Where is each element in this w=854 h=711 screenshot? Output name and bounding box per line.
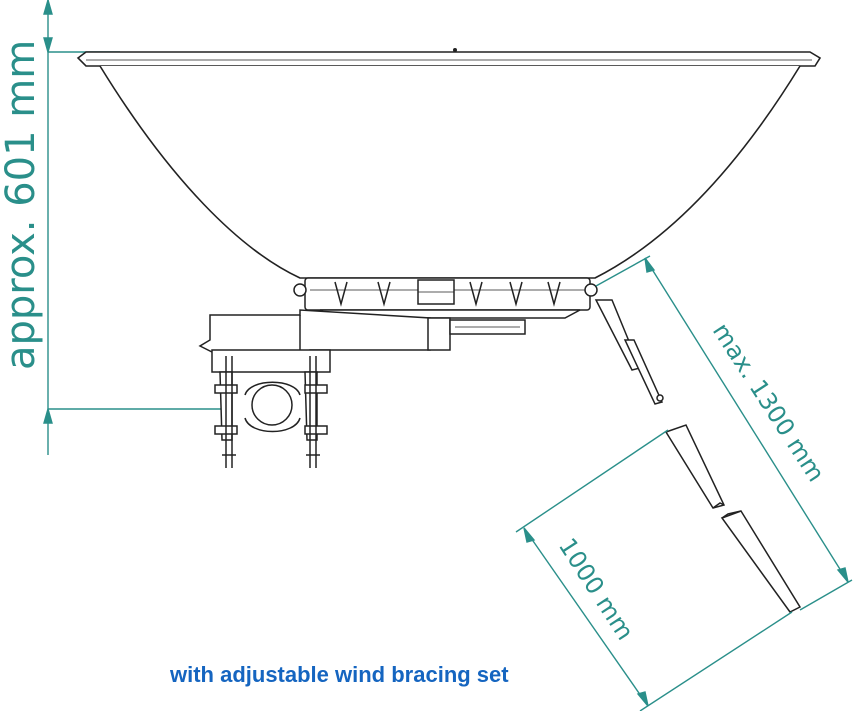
max-length-dimension [595,255,853,611]
brace-length-dimension [515,429,793,711]
max-length-label: max. 1300 mm [707,318,830,487]
height-dimension [43,0,230,455]
wind-bracing-strut [594,299,802,613]
pipe-clamp [211,349,331,468]
figure-caption: with adjustable wind bracing set [170,662,509,687]
height-dimension-label: approx. 601 mm [0,40,44,370]
bracket-arm [198,309,526,353]
mounting-ring [293,277,598,319]
dish-reflector [76,48,822,279]
